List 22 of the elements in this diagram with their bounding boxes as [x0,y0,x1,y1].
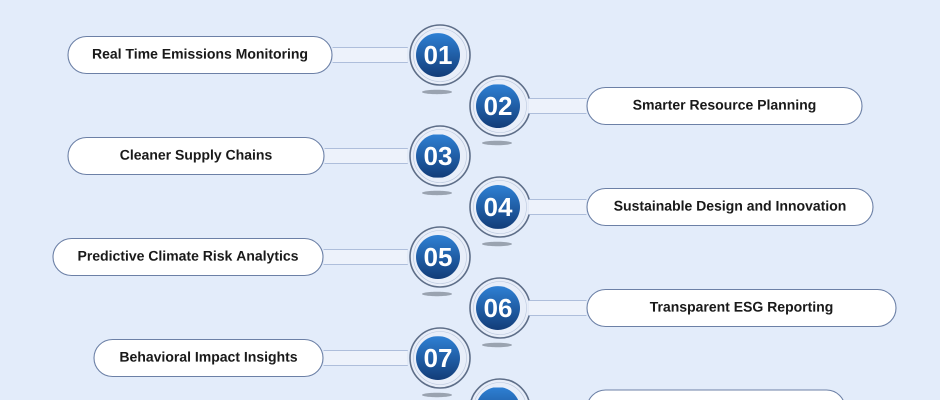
number-badge: 06 [469,277,531,339]
number-badge: 02 [469,75,531,137]
connector [324,148,408,164]
text-pill: Behavioral Impact Insights [93,338,324,378]
text-pill: Sustainable Design and Innovation [586,188,874,226]
text-pill: Smarter Resource Planning [586,86,863,126]
number-badge: 03 [409,125,471,187]
number-badge: 07 [409,327,471,389]
text-pill [586,389,846,400]
number-badge: 04 [469,176,531,238]
connector [528,199,586,215]
connector [528,300,586,316]
text-pill: Real Time Emissions Monitoring [67,36,333,74]
text-pill: Transparent ESG Reporting [586,288,897,328]
text-pill: Cleaner Supply Chains [67,136,325,176]
connector [332,47,408,63]
connector [324,350,408,366]
connector [324,249,408,265]
number-badge: 01 [409,24,471,86]
connector [528,98,586,114]
text-pill: Predictive Climate Risk Analytics [52,238,324,276]
number-badge: 05 [409,226,471,288]
